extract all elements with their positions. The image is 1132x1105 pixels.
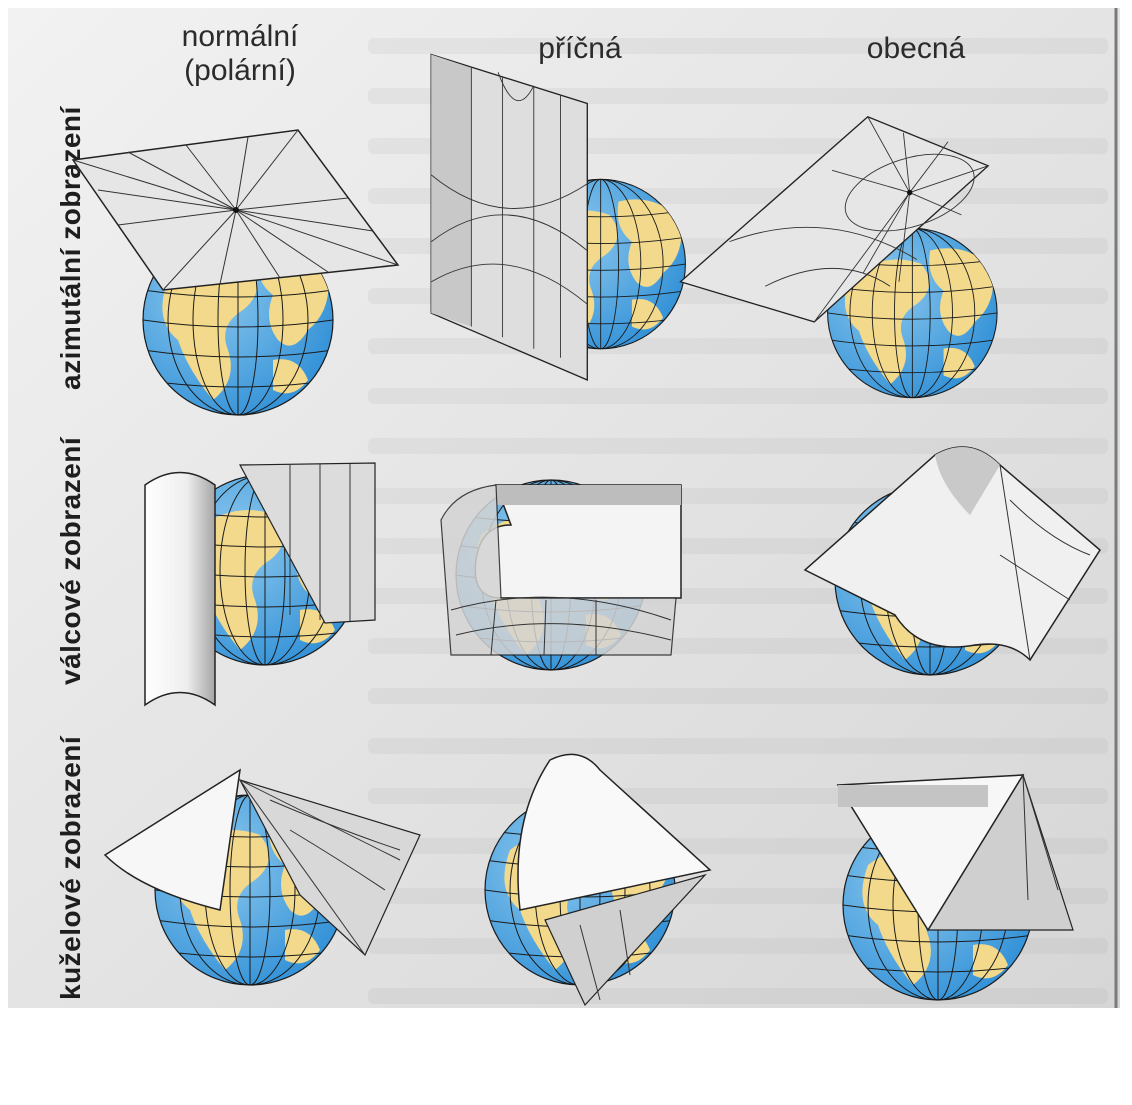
panel-cylindrical-oblique xyxy=(800,440,1130,770)
column-header-transverse-line1: příčná xyxy=(538,32,622,65)
cylinder-front xyxy=(144,471,216,707)
projection-plane xyxy=(679,115,990,323)
cylinder-lower xyxy=(440,484,677,656)
plane-meridians xyxy=(72,129,399,291)
plane-grid xyxy=(729,116,989,323)
panel-azimuthal-normal xyxy=(68,90,400,420)
plane-grid xyxy=(430,67,588,358)
panel-cylindrical-normal xyxy=(140,455,470,785)
panel-conical-oblique xyxy=(828,770,1132,1100)
cone-front xyxy=(103,768,241,911)
panel-conical-normal xyxy=(100,760,430,1090)
column-header-normal-line1: normální xyxy=(181,20,299,53)
column-header-oblique: obecná xyxy=(816,32,1016,66)
column-header-oblique-line1: obecná xyxy=(866,32,966,65)
cone-front xyxy=(517,753,712,911)
panel-conical-transverse xyxy=(470,750,800,1080)
cone-front xyxy=(836,774,1025,932)
column-header-normal: normální (polární) xyxy=(140,20,340,88)
row-label-cylindrical: válcové zobrazení xyxy=(55,436,86,685)
projection-figure: normální (polární) příčná obecná azimutá… xyxy=(8,8,1130,1008)
cylinder-back xyxy=(239,462,376,624)
row-label-conical: kuželové zobrazení xyxy=(55,735,86,1000)
panel-azimuthal-transverse xyxy=(400,50,730,382)
panel-azimuthal-oblique xyxy=(676,90,1006,420)
column-header-transverse: příčná xyxy=(480,32,680,66)
panel-cylindrical-transverse xyxy=(436,479,766,810)
column-header-normal-line2: (polární) xyxy=(184,54,296,87)
